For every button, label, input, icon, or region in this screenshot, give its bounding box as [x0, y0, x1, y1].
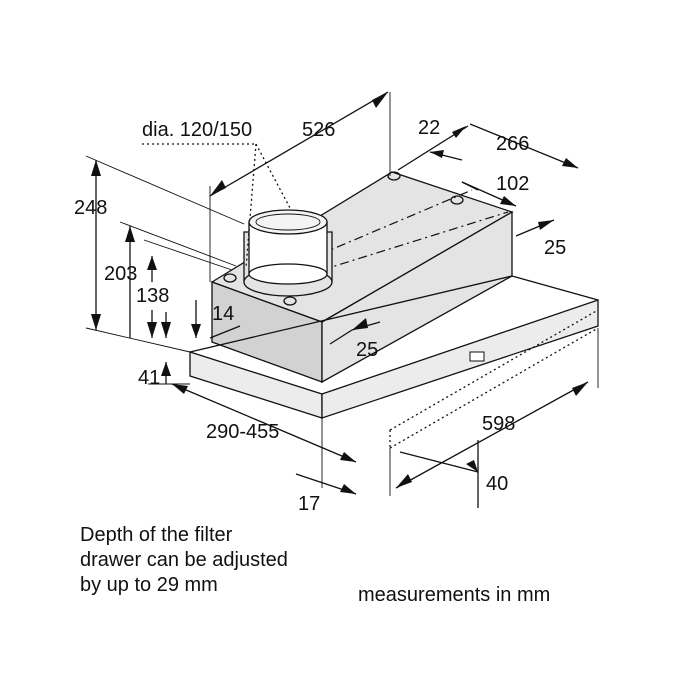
units-note: measurements in mm: [358, 584, 551, 606]
label-290-455: 290-455: [206, 421, 279, 443]
label-dia: dia. 120/150: [142, 119, 252, 141]
note-line-2: drawer can be adjusted: [80, 549, 288, 571]
label-526: 526: [302, 119, 335, 141]
dimension-lines: [85, 91, 599, 508]
label-248: 248: [74, 197, 107, 219]
label-40: 40: [486, 473, 508, 495]
duct-collar: [243, 209, 333, 297]
label-102: 102: [496, 173, 529, 195]
label-598: 598: [482, 413, 515, 435]
label-22: 22: [418, 117, 440, 139]
note-line-1: Depth of the filter: [80, 524, 233, 546]
label-138: 138: [136, 285, 169, 307]
note-line-3: by up to 29 mm: [80, 574, 218, 596]
label-25-front: 25: [356, 339, 378, 361]
label-203: 203: [104, 263, 137, 285]
label-41: 41: [138, 367, 160, 389]
filter-drawer-note: Depth of the filter drawer can be adjust…: [80, 523, 380, 598]
label-25-right: 25: [544, 237, 566, 259]
dimension-labels: dia. 120/150 526 22 266 102 25 248 203 1…: [74, 117, 566, 515]
label-266: 266: [496, 133, 529, 155]
label-17: 17: [298, 493, 320, 515]
label-14: 14: [212, 303, 234, 325]
filter-drawer: [189, 275, 599, 449]
